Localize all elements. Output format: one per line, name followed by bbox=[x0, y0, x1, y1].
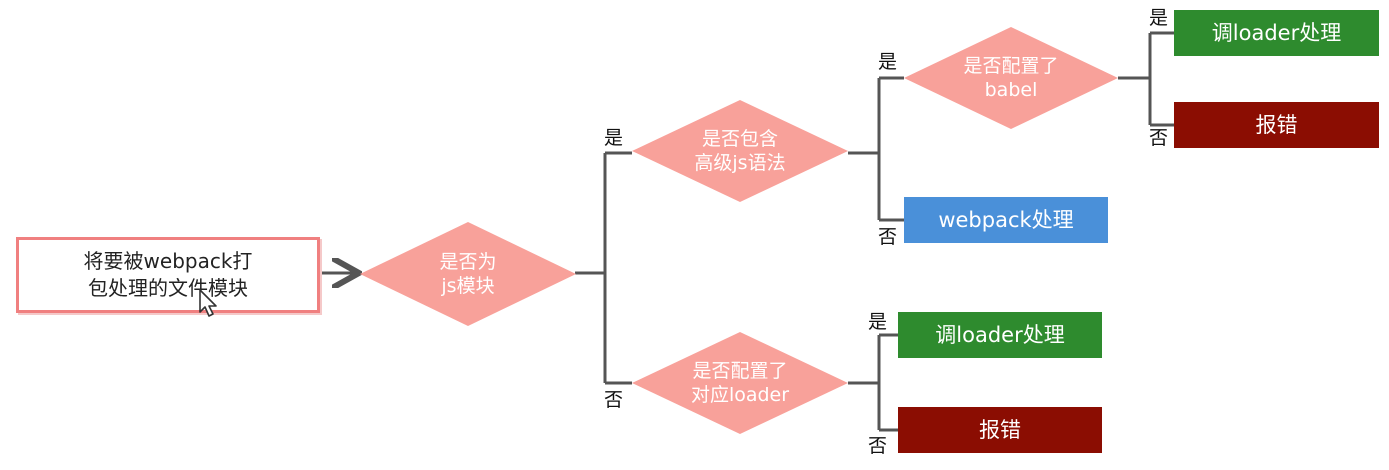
label-yes-d1: 是 bbox=[604, 127, 624, 149]
label-no-d1: 否 bbox=[604, 389, 624, 411]
label-no-d3: 否 bbox=[1149, 127, 1169, 149]
label-yes-d2: 是 bbox=[878, 51, 898, 73]
outcome-loader-bottom: 调loader处理 bbox=[898, 312, 1102, 358]
decision-text: 是否配置了 对应loader bbox=[690, 360, 790, 406]
label-yes-d4: 是 bbox=[868, 311, 888, 333]
mouse-pointer-icon bbox=[199, 289, 217, 317]
decision-text: 是否为 js模块 bbox=[439, 251, 497, 297]
branch-d1 bbox=[575, 151, 632, 385]
decision-babel-configured: 是否配置了 babel bbox=[904, 27, 1118, 129]
decision-text: 是否包含 高级js语法 bbox=[694, 128, 786, 174]
outcome-webpack: webpack处理 bbox=[904, 197, 1108, 243]
decision-has-advanced-js: 是否包含 高级js语法 bbox=[632, 100, 848, 202]
branch-d3 bbox=[1118, 31, 1174, 127]
branch-d2 bbox=[848, 76, 904, 222]
label-no-d2: 否 bbox=[878, 226, 898, 248]
decision-text: 是否配置了 babel bbox=[963, 55, 1059, 101]
decision-loader-configured: 是否配置了 对应loader bbox=[632, 332, 848, 434]
branch-d4 bbox=[848, 333, 898, 432]
label-no-d4: 否 bbox=[868, 435, 888, 457]
outcome-error-bottom: 报错 bbox=[898, 407, 1102, 453]
outcome-loader-top: 调loader处理 bbox=[1174, 10, 1379, 56]
decision-is-js-module: 是否为 js模块 bbox=[360, 222, 576, 326]
label-yes-d3: 是 bbox=[1149, 7, 1169, 29]
start-box: 将要被webpack打 包处理的文件模块 bbox=[16, 237, 320, 313]
outcome-error-top: 报错 bbox=[1174, 102, 1379, 148]
